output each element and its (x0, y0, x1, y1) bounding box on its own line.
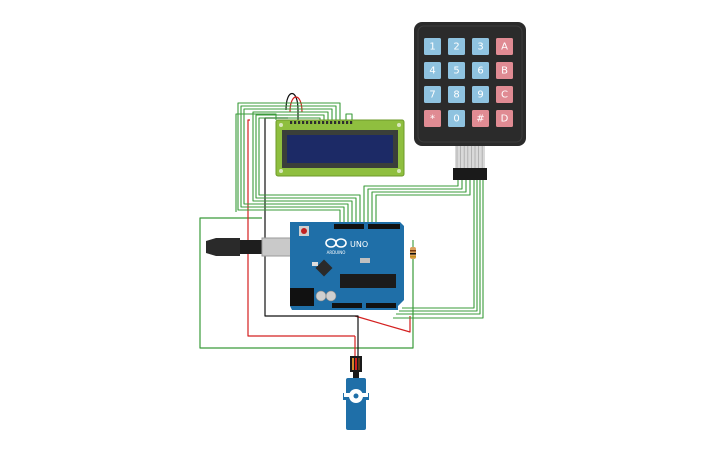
arduino-uno-board[interactable]: ARDUINO UNO (206, 222, 404, 310)
keypad-key[interactable] (448, 86, 465, 103)
lcd-pin[interactable] (342, 121, 345, 124)
keypad-key-label: 4 (429, 66, 435, 77)
keypad-key-label: * (430, 114, 435, 125)
lcd-pin[interactable] (290, 121, 293, 124)
keypad-key[interactable] (448, 62, 465, 79)
wire-red-board-5v[interactable] (354, 315, 411, 333)
header-digital-high (334, 224, 364, 229)
header-power (332, 303, 362, 308)
power-jack[interactable] (290, 288, 314, 306)
keypad-key-label: D (501, 114, 509, 125)
lcd-mount-hole (397, 123, 401, 127)
servo-motor[interactable] (343, 356, 369, 430)
lcd-pin[interactable] (314, 121, 317, 124)
keypad-key-label: 9 (477, 90, 483, 101)
usb-chip (315, 259, 333, 277)
lcd-pin[interactable] (326, 121, 329, 124)
keypad-ribbon-cable (455, 146, 485, 168)
lcd-display-module[interactable] (275, 119, 405, 177)
keypad-key-label: 6 (477, 66, 483, 77)
keypad-key-label: 3 (477, 42, 483, 53)
keypad-key[interactable] (424, 110, 441, 127)
lcd-pin[interactable] (334, 121, 337, 124)
keypad-key[interactable] (472, 86, 489, 103)
lcd-pin[interactable] (302, 121, 305, 124)
keypad-key-label: C (501, 90, 508, 101)
lcd-pin[interactable] (310, 121, 313, 124)
lcd-pin[interactable] (306, 121, 309, 124)
reset-button[interactable] (301, 228, 307, 234)
keypad-key-label: 7 (429, 90, 435, 101)
board-brand-label: ARDUINO (327, 250, 346, 255)
lcd-pin[interactable] (294, 121, 297, 124)
keypad-key[interactable] (424, 38, 441, 55)
lcd-pin[interactable] (318, 121, 321, 124)
capacitor (315, 290, 327, 302)
keypad-key[interactable] (472, 62, 489, 79)
header-digital-low (368, 224, 400, 229)
keypad-key[interactable] (472, 110, 489, 127)
keypad-connector (453, 168, 487, 180)
keypad-4x4[interactable]: 1 2 3 A 4 5 6 B 7 8 9 C * 0 # D (414, 22, 526, 180)
lcd-mount-hole (279, 123, 283, 127)
keypad-key[interactable] (448, 38, 465, 55)
keypad-key-label: A (501, 42, 508, 53)
keypad-key-label: 0 (453, 114, 459, 125)
keypad-key-label: # (476, 114, 484, 125)
lcd-screen (287, 135, 393, 163)
servo-body (346, 378, 366, 430)
atmega-chip (340, 274, 396, 288)
wire-green-left-loop[interactable] (199, 217, 414, 349)
keypad-key[interactable] (424, 86, 441, 103)
keypad-key-label: 2 (453, 42, 459, 53)
keypad-key[interactable] (496, 38, 513, 55)
wire-red-power-lcd[interactable] (247, 119, 355, 337)
board-model-label: UNO (350, 240, 368, 249)
keypad-key[interactable] (496, 86, 513, 103)
lcd-pin[interactable] (322, 121, 325, 124)
lcd-mount-hole (279, 169, 283, 173)
header-analog (366, 303, 396, 308)
keypad-key-label: 8 (453, 90, 459, 101)
keypad-key-label: 5 (453, 66, 459, 77)
keypad-key-label: 1 (429, 42, 435, 53)
lcd-pin[interactable] (350, 121, 353, 124)
capacitor (325, 290, 337, 302)
keypad-key[interactable] (496, 110, 513, 127)
wire-red-loop[interactable] (289, 96, 303, 113)
keypad-key[interactable] (496, 62, 513, 79)
wire-black-loop[interactable] (285, 92, 299, 123)
usb-cable-plug (206, 238, 240, 256)
lcd-pin[interactable] (298, 121, 301, 124)
keypad-key[interactable] (472, 38, 489, 55)
arduino-infinity-logo (325, 238, 347, 248)
lcd-mount-hole (397, 169, 401, 173)
keypad-keys: 1 2 3 A 4 5 6 B 7 8 9 C * 0 # D (424, 38, 513, 127)
keypad-key[interactable] (424, 62, 441, 79)
keypad-key-label: B (501, 66, 508, 77)
lcd-pin[interactable] (346, 121, 349, 124)
resistor[interactable] (410, 247, 416, 259)
lcd-pin-header (290, 121, 353, 124)
usb-cable (240, 240, 262, 254)
lcd-pin[interactable] (330, 121, 333, 124)
wiring (199, 92, 484, 356)
lcd-pin[interactable] (338, 121, 341, 124)
keypad-key[interactable] (448, 110, 465, 127)
